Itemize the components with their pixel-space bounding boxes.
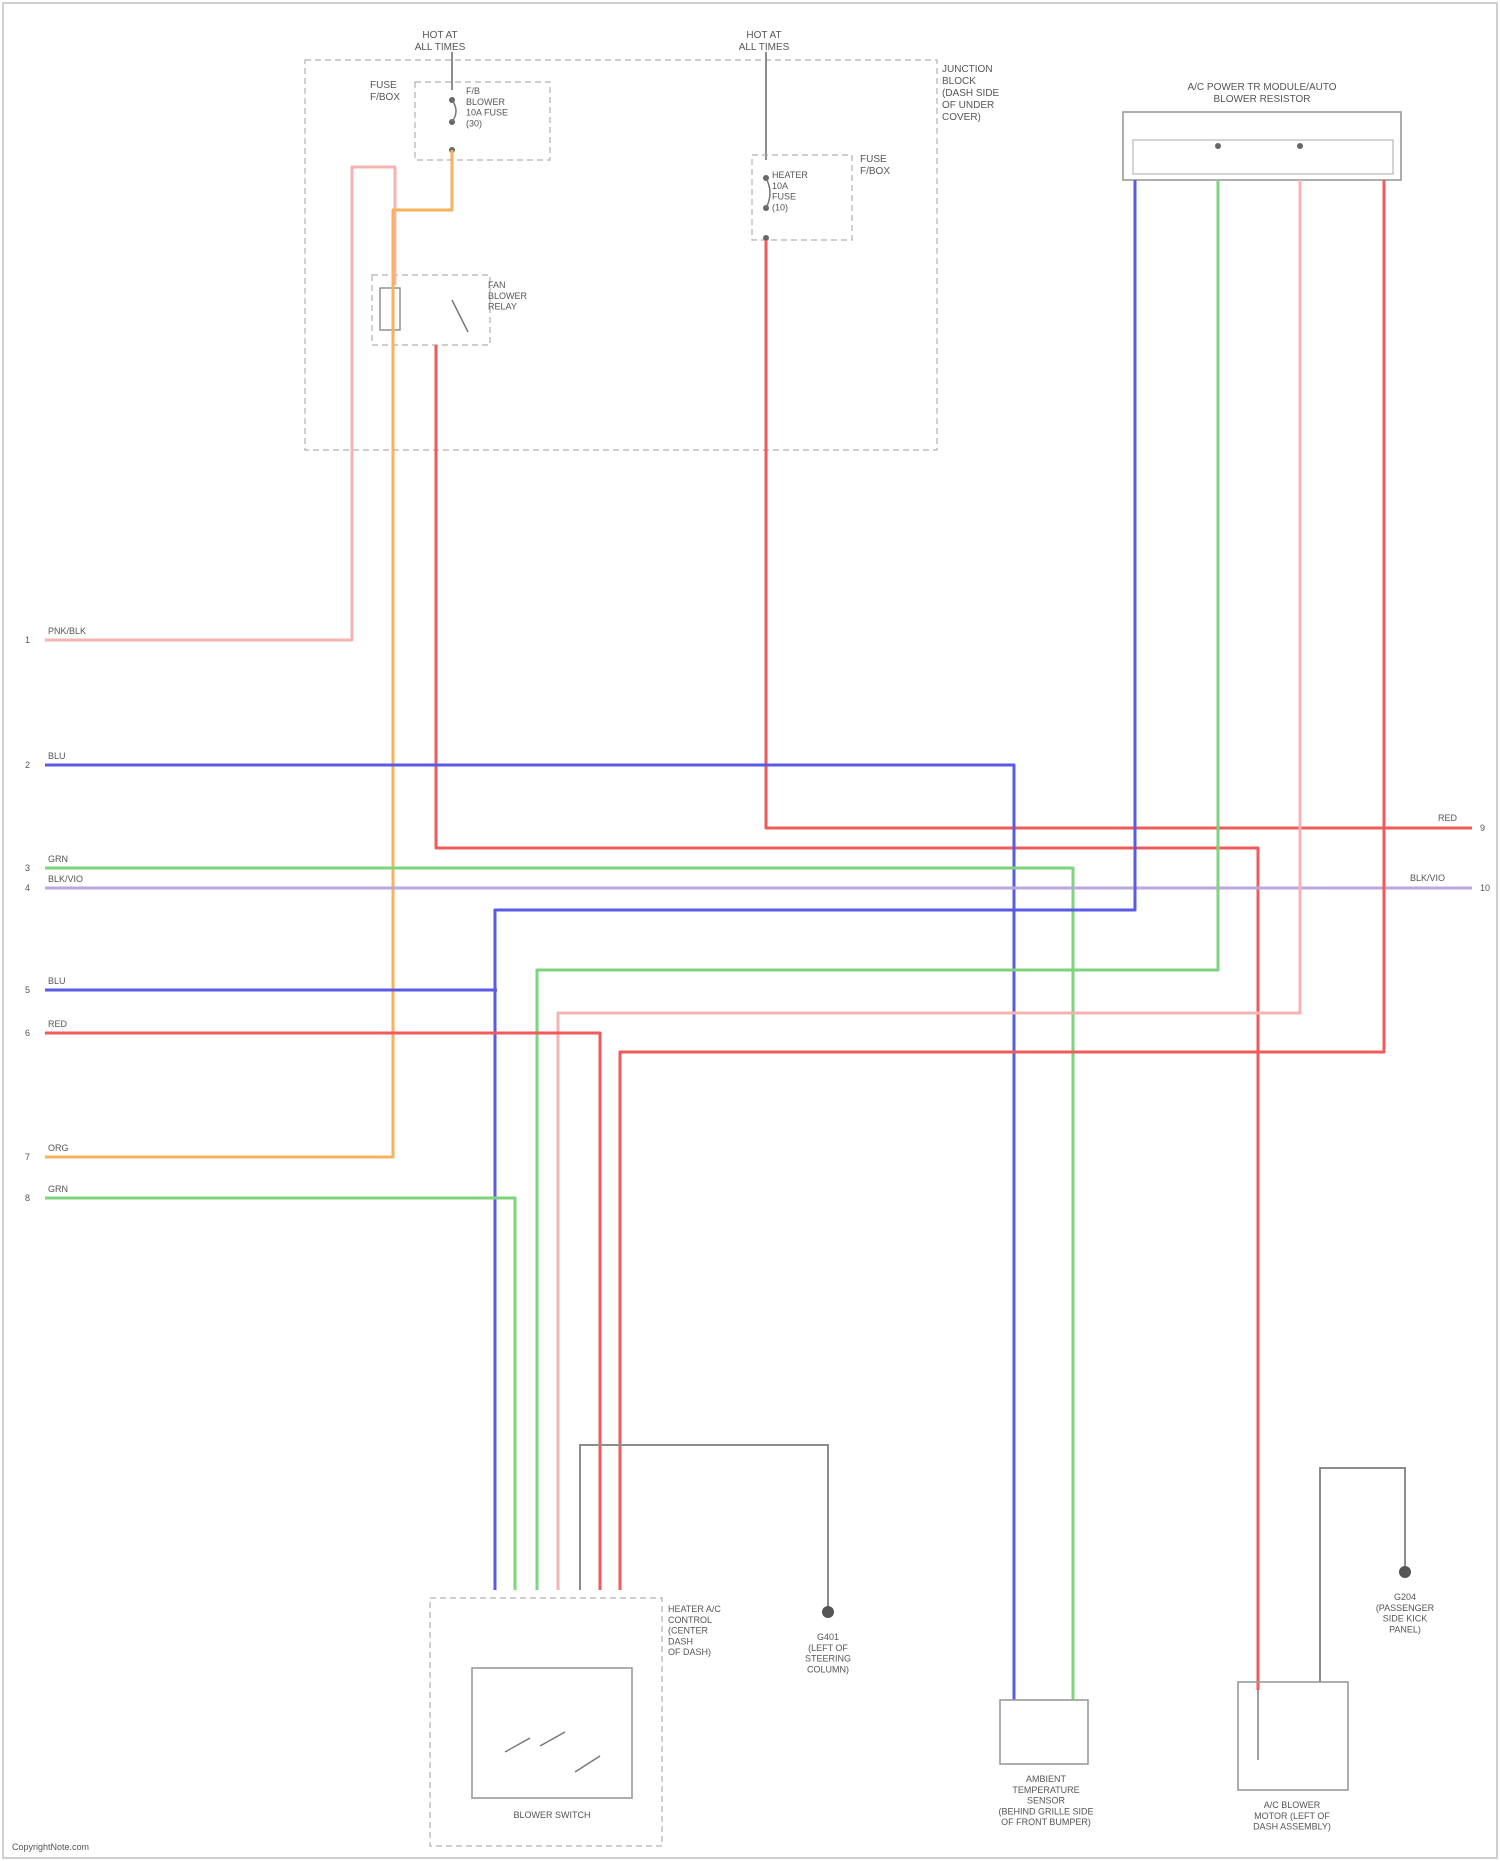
fuse-box-right <box>752 155 852 240</box>
left-wire-name: ORG <box>48 1143 69 1153</box>
wire-blu-ambient <box>45 765 1014 1700</box>
left-wire-num: 3 <box>25 863 30 873</box>
ground-right-dot <box>1399 1566 1411 1578</box>
fuse-left-element <box>452 100 456 122</box>
right-wire-labels: 9 RED 10 BLK/VIO <box>1410 813 1490 893</box>
ground-wire-left <box>580 1445 828 1610</box>
right-wire-num: 9 <box>1480 823 1485 833</box>
footer-credit: CopyrightNote.com <box>12 1842 89 1852</box>
wire-fuse-red <box>766 240 1472 828</box>
left-wire-name: GRN <box>48 1184 68 1194</box>
wires <box>45 150 1472 1700</box>
left-wire-name: BLU <box>48 751 66 761</box>
left-wire-name: BLU <box>48 976 66 986</box>
left-wire-num: 1 <box>25 635 30 645</box>
fuse-box-left <box>415 82 550 160</box>
amp-module-inner <box>1133 140 1393 174</box>
left-wire-num: 2 <box>25 760 30 770</box>
switch-outline <box>430 1598 662 1846</box>
left-wire-num: 7 <box>25 1152 30 1162</box>
switch-contact-1 <box>505 1738 530 1752</box>
left-wire-num: 6 <box>25 1028 30 1038</box>
relay-contact <box>452 300 468 332</box>
relay-coil <box>380 288 400 330</box>
left-wire-name: GRN <box>48 854 68 864</box>
right-wire-name: BLK/VIO <box>1410 873 1445 883</box>
relay-box <box>372 275 490 345</box>
wire-amp-pnk <box>558 180 1300 1590</box>
left-wire-labels: 1 PNK/BLK 2 BLU 3 GRN 4 BLK/VIO 5 BLU 6 … <box>25 626 86 1203</box>
wire-amp-red <box>620 180 1384 1590</box>
switch-contact-3 <box>575 1756 600 1772</box>
blower-motor-body <box>1238 1682 1348 1790</box>
blower-switch-body <box>472 1668 632 1798</box>
wire-grn-switch <box>45 1198 515 1590</box>
page-frame <box>3 3 1497 1858</box>
ground-left-dot <box>822 1606 834 1618</box>
left-wire-num: 4 <box>25 883 30 893</box>
wire-amp-grn <box>537 180 1218 1590</box>
wire-red-switch <box>45 1033 600 1590</box>
right-wire-num: 10 <box>1480 883 1490 893</box>
junction-block-outline <box>305 60 937 450</box>
ambient-sensor-body <box>1000 1700 1088 1764</box>
right-wire-name: RED <box>1438 813 1458 823</box>
wire-pnk-blk <box>45 167 395 640</box>
amp-pin-2 <box>1215 143 1221 149</box>
left-wire-num: 5 <box>25 985 30 995</box>
left-wire-name: BLK/VIO <box>48 874 83 884</box>
switch-contact-2 <box>540 1732 565 1746</box>
left-wire-name: PNK/BLK <box>48 626 86 636</box>
fuse-right-element <box>766 178 770 208</box>
blower-switch-label: BLOWER SWITCH <box>513 1810 590 1820</box>
wire-amp-blu <box>495 180 1135 1590</box>
amp-module-outline <box>1123 112 1401 180</box>
wire-org <box>45 150 452 1157</box>
left-wire-num: 8 <box>25 1193 30 1203</box>
left-wire-name: RED <box>48 1019 68 1029</box>
amp-pin-3 <box>1297 143 1303 149</box>
ground-wire-right <box>1320 1468 1405 1682</box>
